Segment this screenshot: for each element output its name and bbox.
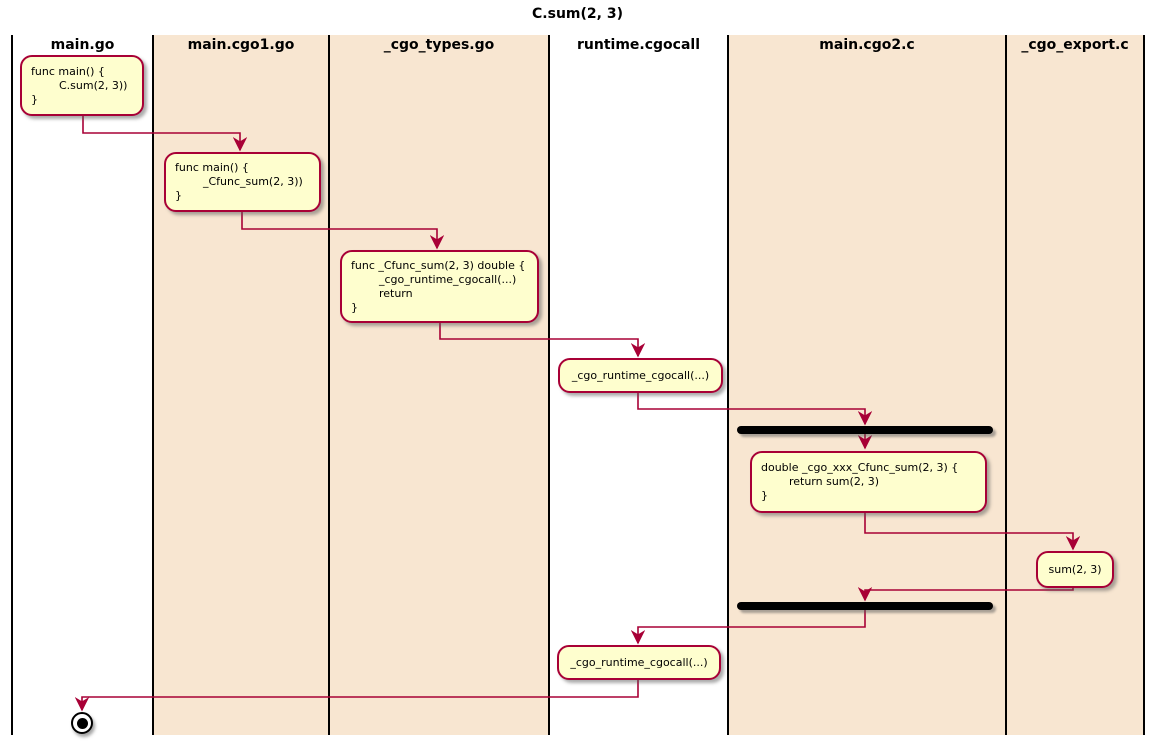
activity-cgo-types-func: func _Cfunc_sum(2, 3) double { _cgo_runt… (340, 250, 539, 323)
code-line: _Cfunc_sum(2, 3)) (175, 175, 303, 188)
diagram-title: C.sum(2, 3) (532, 6, 623, 22)
code-line: func main() { (175, 161, 249, 174)
activity-runtime-cgocall-second: _cgo_runtime_cgocall(...) (557, 645, 721, 680)
lane-main-go: main.go (11, 35, 152, 735)
lane-title: main.go (50, 37, 115, 53)
code-line: _cgo_runtime_cgocall(...) (570, 655, 708, 669)
lane-main-cgo1-go: main.cgo1.go (152, 35, 328, 735)
lane-title: main.cgo2.c (819, 37, 915, 53)
lane-title: main.cgo1.go (187, 37, 295, 53)
code-line: C.sum(2, 3)) (31, 78, 128, 92)
code-line: } (175, 189, 182, 202)
lane-cgo-types-go: _cgo_types.go (328, 35, 548, 735)
lane-title: _cgo_types.go (383, 37, 495, 53)
activity-main-go-call: func main() { C.sum(2, 3)) } (20, 55, 144, 116)
code-line: double _cgo_xxx_Cfunc_sum(2, 3) { (761, 461, 959, 474)
code-line: } (761, 489, 768, 502)
code-line: return sum(2, 3) (761, 475, 880, 488)
code-line: } (351, 300, 358, 314)
activity-export-sum: sum(2, 3) (1036, 551, 1114, 588)
sync-bar-enter (737, 426, 993, 434)
code-line: _cgo_runtime_cgocall(...) (571, 368, 710, 382)
code-line: func _Cfunc_sum(2, 3) double { (351, 258, 526, 272)
lane-cgo-export-c: _cgo_export.c (1005, 35, 1145, 735)
lane-title: _cgo_export.c (1021, 37, 1129, 53)
final-node-dot (76, 717, 88, 729)
code-line: func main() { (31, 64, 105, 78)
code-line: sum(2, 3) (1048, 562, 1102, 576)
lane-title: runtime.cgocall (576, 37, 700, 53)
sync-bar-return (737, 602, 993, 610)
code-line: _cgo_runtime_cgocall(...) (351, 272, 517, 286)
activity-runtime-cgocall-first: _cgo_runtime_cgocall(...) (558, 358, 723, 393)
activity-cgo2-impl: double _cgo_xxx_Cfunc_sum(2, 3) { return… (750, 451, 987, 513)
activity-cgo1-call: func main() { _Cfunc_sum(2, 3)) } (164, 152, 321, 212)
code-line: } (31, 92, 38, 106)
final-node (71, 712, 93, 734)
code-line: return (351, 286, 413, 300)
lane-main-cgo2-c: main.cgo2.c (727, 35, 1005, 735)
